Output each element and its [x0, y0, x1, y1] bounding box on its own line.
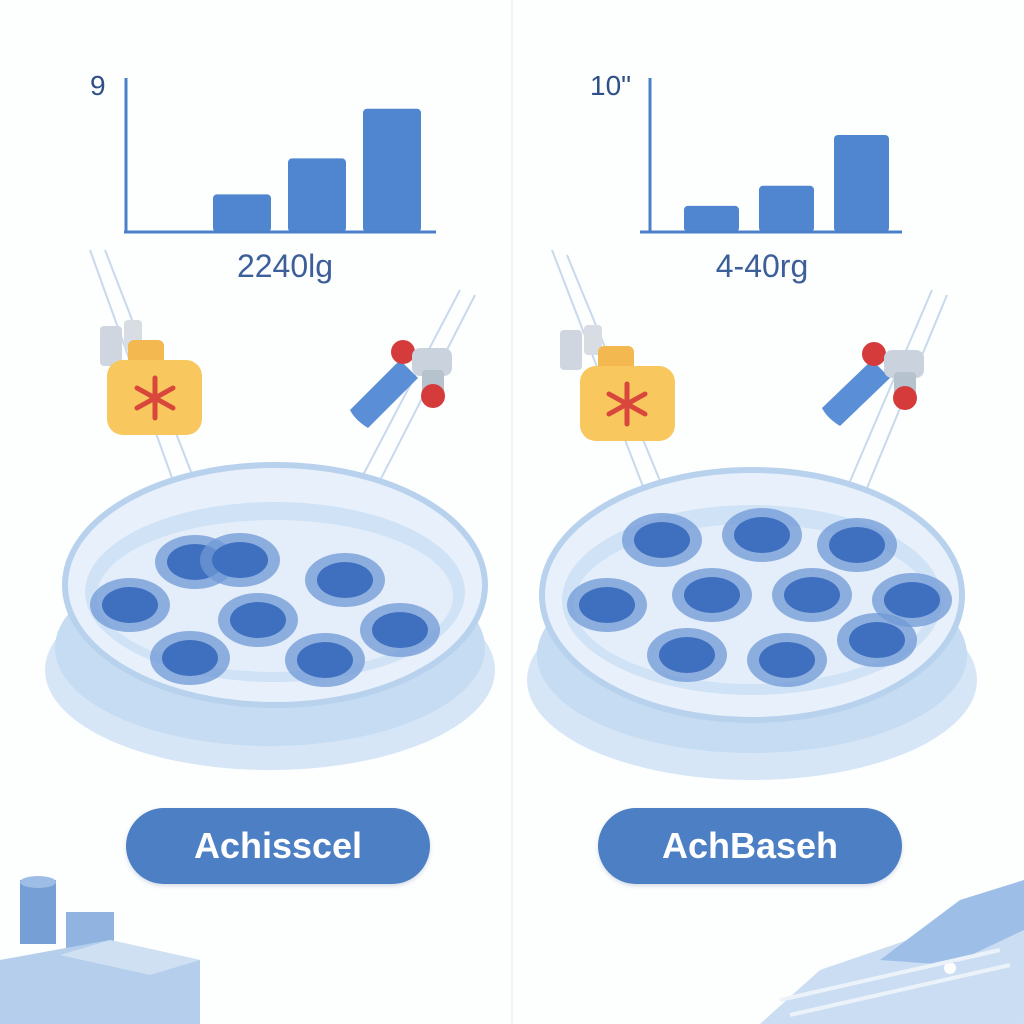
- pipette-icon: [822, 342, 924, 426]
- cell-colony-core: [579, 587, 635, 623]
- bar: [213, 194, 271, 232]
- y-tick-label: 9: [90, 70, 106, 101]
- cell-colony-core: [317, 562, 373, 598]
- cell-colony-core: [884, 582, 940, 618]
- experiment-illustration-right: [527, 249, 977, 780]
- cell-colony-core: [212, 542, 268, 578]
- bar: [288, 158, 346, 232]
- cell-colony-core: [759, 642, 815, 678]
- bar: [684, 205, 739, 232]
- panel-divider: [511, 0, 513, 1024]
- bar: [759, 185, 814, 232]
- petri-dish-icon: [45, 462, 495, 770]
- experiment-illustration-left: [45, 249, 495, 770]
- petri-dish-icon: [527, 467, 977, 780]
- cell-colony-core: [372, 612, 428, 648]
- cell-colony-core: [734, 517, 790, 553]
- cell-colony-core: [849, 622, 905, 658]
- cell-colony-core: [784, 577, 840, 613]
- cell-colony-core: [230, 602, 286, 638]
- bar-chart-left: [124, 78, 436, 234]
- pipette-icon: [350, 340, 452, 428]
- cell-colony-core: [162, 640, 218, 676]
- condition-label: AchBaseh: [598, 808, 902, 884]
- cell-colony-core: [684, 577, 740, 613]
- cell-colony-core: [659, 637, 715, 673]
- bar: [834, 134, 889, 232]
- y-tick-label: 10": [590, 70, 632, 101]
- bar: [363, 108, 421, 232]
- chart-caption: 4-40rg: [715, 248, 809, 284]
- chart-caption: 2240lg: [236, 248, 334, 284]
- right-panel: 10" 4-40rg: [512, 0, 1024, 1024]
- left-panel: 9 2240lg: [45, 70, 495, 884]
- condition-label: Achisscel: [126, 808, 430, 884]
- cell-colony-core: [297, 642, 353, 678]
- cell-colony-core: [634, 522, 690, 558]
- dropper-bottle-icon: [560, 325, 675, 441]
- cell-colony-core: [829, 527, 885, 563]
- cell-colony-core: [102, 587, 158, 623]
- bar-chart-right: [640, 78, 902, 234]
- dropper-bottle-icon: [100, 320, 202, 435]
